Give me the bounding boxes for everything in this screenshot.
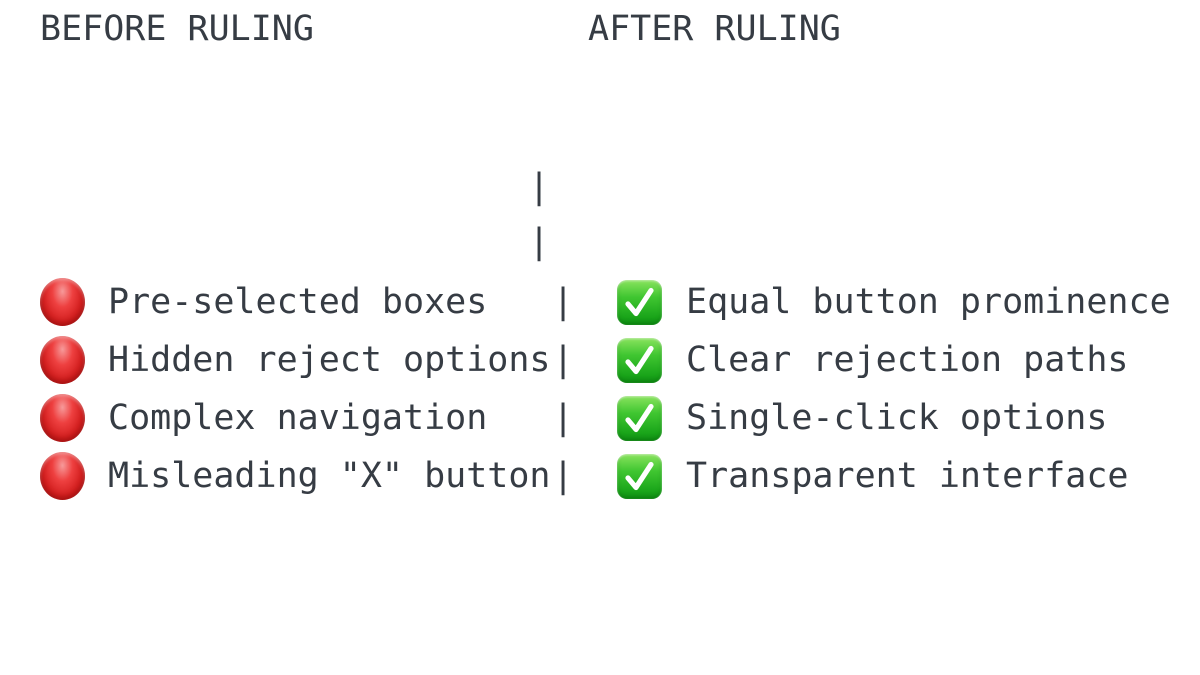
before-item-label: Hidden reject options xyxy=(108,340,551,380)
after-item-label: Clear rejection paths xyxy=(686,340,1129,380)
after-item-label: Equal button prominence xyxy=(686,282,1171,322)
after-item-label: Transparent interface xyxy=(686,456,1129,496)
comparison-row: Hidden reject options | Clear rejection … xyxy=(0,331,1200,389)
after-item-label: Single-click options xyxy=(686,398,1108,438)
red-circle-icon xyxy=(40,278,85,326)
column-separator: | xyxy=(552,456,574,496)
column-separator: | xyxy=(552,398,574,438)
before-ruling-header: BEFORE RULING xyxy=(40,9,314,49)
column-separator: | xyxy=(552,282,574,322)
before-item-label: Misleading "X" button xyxy=(108,456,551,496)
before-item-label: Pre-selected boxes xyxy=(108,282,488,322)
header-column-separator: | xyxy=(528,167,550,207)
comparison-row: Complex navigation | Single-click option… xyxy=(0,389,1200,447)
column-separator: | xyxy=(552,340,574,380)
before-item-label: Complex navigation xyxy=(108,398,488,438)
green-check-icon xyxy=(617,396,662,441)
red-circle-icon xyxy=(40,394,85,442)
column-separator: | xyxy=(528,222,550,262)
green-check-icon xyxy=(617,280,662,325)
green-check-icon xyxy=(617,454,662,499)
comparison-row: Misleading "X" button | Transparent inte… xyxy=(0,447,1200,505)
red-circle-icon xyxy=(40,336,85,384)
green-check-icon xyxy=(617,338,662,383)
after-ruling-header: AFTER RULING xyxy=(588,9,841,49)
comparison-row: Pre-selected boxes | Equal button promin… xyxy=(0,273,1200,331)
red-circle-icon xyxy=(40,452,85,500)
